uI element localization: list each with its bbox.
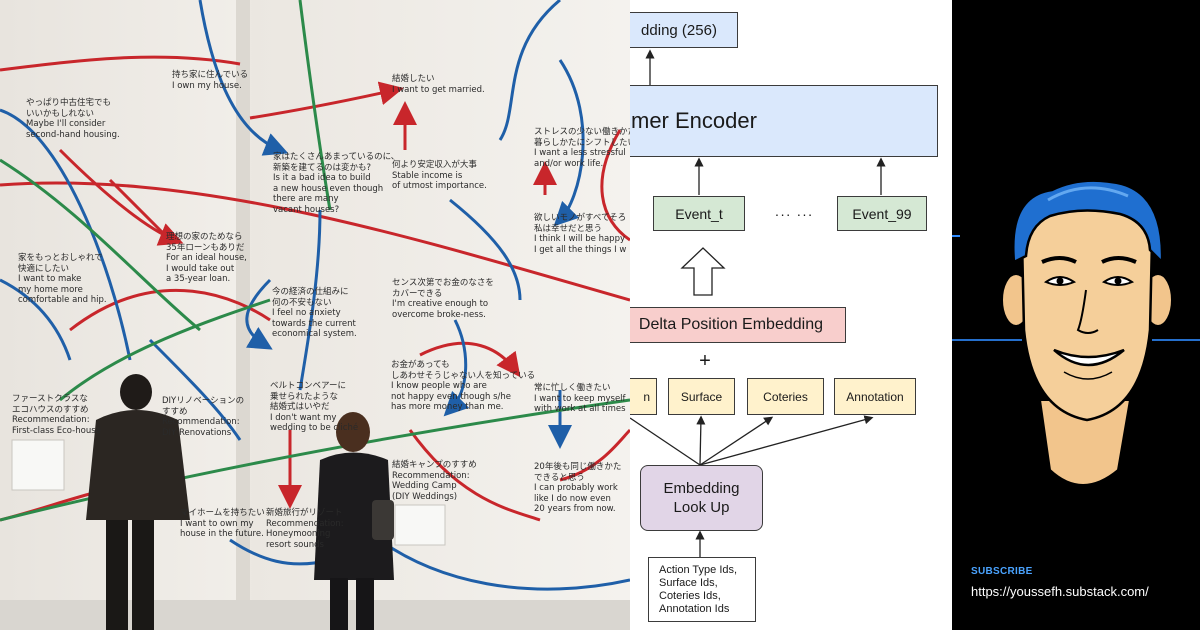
wall-label: 何より安定収入が大事 Stable income is of utmost im… [392, 160, 487, 191]
diagram-connectors [630, 49, 886, 557]
wall-label: 新婚旅行がリゾート Recommendation: Honeymooning r… [266, 508, 344, 550]
wall-label: やっぱり中古住宅でも いいかもしれない Maybe I'll consider … [26, 98, 120, 140]
encoder-box: mer Encoder [630, 85, 938, 157]
wall-label: 20年後も同じ働きかた できると思う I can probably work l… [534, 462, 622, 514]
wall-arrows [0, 0, 630, 630]
subscribe-label: SUBSCRIBE [971, 566, 1033, 577]
wall-label: 家をもっとおしゃれで 快適にしたい I want to make my home… [18, 253, 107, 305]
subscribe-link[interactable]: https://youssefh.substack.com/ [971, 584, 1149, 599]
wall-label: 結婚したい I want to get married. [392, 74, 485, 95]
coteries-box: Coteries [747, 378, 824, 415]
event-t-box: Event_t [653, 196, 745, 231]
author-panel: SUBSCRIBE https://youssefh.substack.com/ [952, 0, 1200, 630]
wall-label: 持ち家に住んでいる I own my house. [172, 70, 249, 91]
ellipsis-text: ··· ··· [774, 205, 814, 222]
wall-label: 家はたくさんあまっているのに、 新築を建てるのは変かも? Is it a bad… [273, 152, 400, 215]
ids-input-box: Action Type Ids, Surface Ids, Coteries I… [648, 557, 756, 622]
wall-label: DIYリノベーションの すすめ Recommendation: DIY Reno… [162, 396, 245, 438]
exhibition-photo: 持ち家に住んでいる I own my house. やっぱり中古住宅でも いいか… [0, 0, 630, 630]
delta-position-embedding-box: Delta Position Embedding [630, 307, 846, 343]
wall-label: 今の経済の仕組みに 何の不安もない I feel no anxiety towa… [272, 287, 357, 339]
top-embedding-box: dding (256) [630, 12, 738, 48]
visitor-silhouettes [86, 374, 394, 630]
wall-label: ベルトコンベアーに 乗せられたような 結婚式はいやだ I don't want … [270, 381, 359, 433]
wall-label: 結婚キャンプのすすめ Recommendation: Wedding Camp … [392, 460, 477, 502]
plus-sign: + [699, 349, 711, 372]
architecture-diagram: dding (256) mer Encoder Event_t ··· ··· … [630, 0, 952, 630]
wall-label: ストレスの少ない働きかた 暮らしかたにシフトしたい I want a less … [534, 127, 630, 169]
wall-label: センス次第でお金のなさを カバーできる I'm creative enough … [392, 278, 494, 320]
wall-label: 常に忙しく働きたい I want to keep myself with wor… [534, 383, 626, 414]
wall-label: 理想の家のためなら 35年ローンもありだ For an ideal house,… [166, 232, 247, 284]
wall-label: 欲しいモノがすべてそろ 私は幸せだと思う I think I will be h… [534, 213, 627, 255]
feature-box-cropped: n [630, 378, 657, 415]
wall-label: マイホームを持ちたい I want to own my house in the… [180, 508, 265, 539]
surface-box: Surface [668, 378, 735, 415]
annotation-box: Annotation [834, 378, 916, 415]
embedding-lookup-box: Embedding Look Up [640, 465, 763, 531]
wall-label: ファーストクラスな エコハウスのすすめ Recommendation: Firs… [12, 394, 101, 436]
hollow-up-arrow [680, 247, 726, 296]
event-99-box: Event_99 [837, 196, 927, 231]
avatar [952, 179, 1200, 486]
wall-label: お金があっても しあわせそうじゃない人を知っている I know people … [391, 360, 536, 412]
